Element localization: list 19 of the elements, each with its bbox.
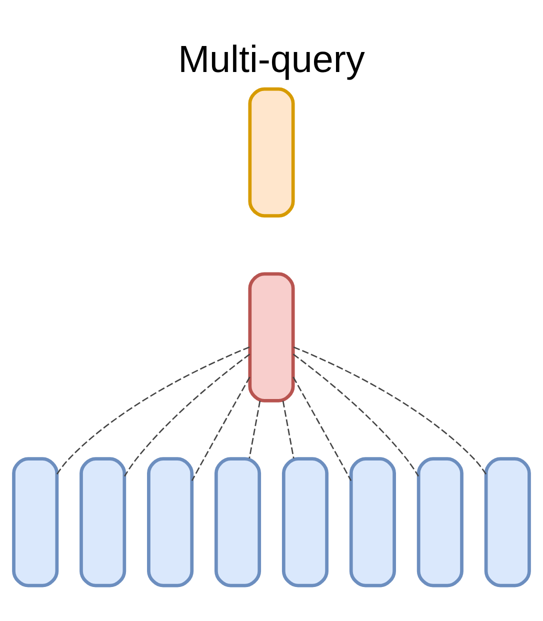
connector xyxy=(124,353,250,476)
connector xyxy=(282,400,294,458)
node-box xyxy=(80,456,126,587)
connector xyxy=(56,346,250,474)
node-box xyxy=(12,456,59,587)
node-box xyxy=(349,456,396,587)
connector xyxy=(248,400,261,458)
connector xyxy=(292,376,352,481)
node-box xyxy=(147,456,194,587)
connector xyxy=(293,346,486,474)
node-box xyxy=(416,456,464,587)
connector xyxy=(191,376,250,481)
node-box xyxy=(214,456,262,587)
diagram-title: Multi-query xyxy=(178,38,365,81)
connector xyxy=(292,353,419,476)
node-box xyxy=(282,456,329,587)
node-box xyxy=(248,272,295,402)
node-box xyxy=(248,86,295,218)
node-box xyxy=(484,456,531,587)
